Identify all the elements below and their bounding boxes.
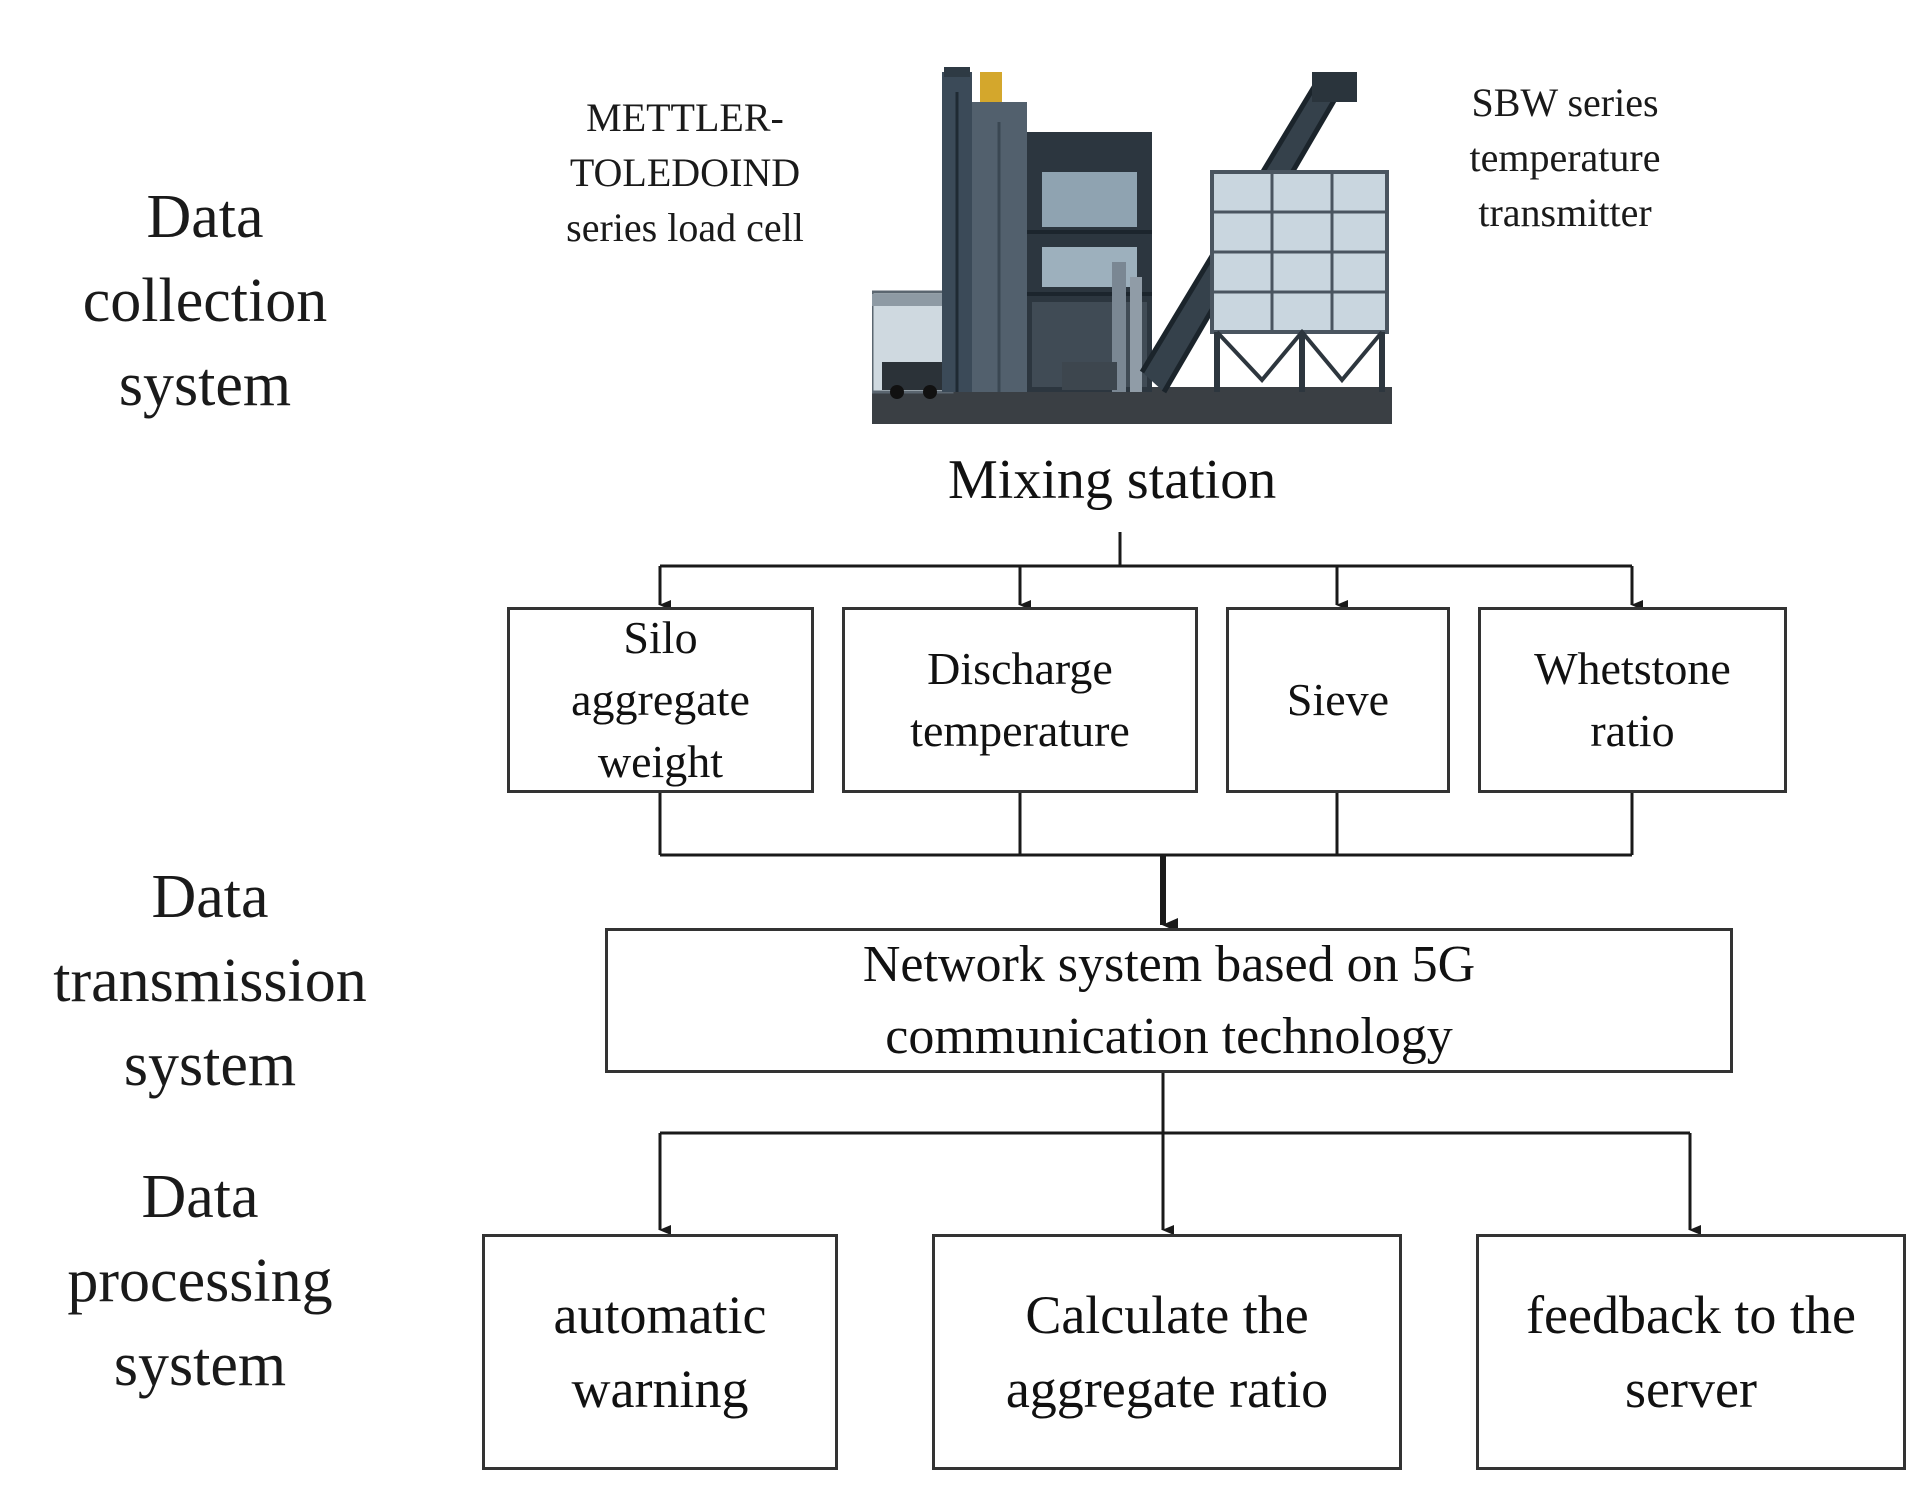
load-cell-label: METTLER- TOLEDOIND series load cell (535, 90, 835, 255)
sieve-box: Sieve (1226, 607, 1450, 793)
label-line: system (118, 351, 292, 419)
box-text-line: automatic (553, 1285, 767, 1345)
label-line: temperature (1469, 135, 1661, 180)
label-line: processing (67, 1247, 333, 1315)
data-collection-system-label: Data collection system (55, 175, 355, 427)
label-line: SBW series (1471, 80, 1659, 125)
box-text-line: server (1625, 1359, 1757, 1419)
box-text-line: Whetstone (1534, 643, 1731, 694)
label-line: system (113, 1331, 287, 1399)
box-text-line: Silo (623, 612, 698, 663)
feedback-to-server-box: feedback to the server (1476, 1234, 1906, 1470)
mixing-station-image (872, 62, 1392, 424)
whetstone-ratio-box: Whetstone ratio (1478, 607, 1787, 793)
data-transmission-system-label: Data transmission system (20, 855, 400, 1107)
box-text-line: feedback to the (1526, 1285, 1856, 1345)
box-text-line: Sieve (1286, 674, 1390, 725)
label-line: transmission (53, 947, 367, 1015)
box-text-line: warning (571, 1359, 749, 1419)
box-text-line: Network system based on 5G (862, 935, 1476, 993)
box-text-line: weight (597, 736, 724, 787)
box-text-line: Calculate the (1025, 1285, 1309, 1345)
network-system-5g-box: Network system based on 5G communication… (605, 928, 1733, 1073)
label-line: METTLER- (586, 95, 784, 140)
label-line: series load cell (566, 205, 804, 250)
label-line: system (123, 1031, 297, 1099)
calculate-aggregate-ratio-box: Calculate the aggregate ratio (932, 1234, 1402, 1470)
box-text-line: temperature (910, 705, 1130, 756)
automatic-warning-box: automatic warning (482, 1234, 838, 1470)
box-text-line: Discharge (927, 643, 1113, 694)
temperature-transmitter-label: SBW series temperature transmitter (1425, 75, 1705, 240)
label-line: transmitter (1478, 190, 1652, 235)
box-text-line: communication technology (885, 1007, 1453, 1065)
discharge-temperature-box: Discharge temperature (842, 607, 1198, 793)
silo-aggregate-weight-box: Silo aggregate weight (507, 607, 814, 793)
box-text-line: aggregate (571, 674, 750, 725)
label-line: TOLEDOIND (569, 150, 801, 195)
label-line: Data (151, 863, 269, 931)
label-line: collection (82, 267, 328, 335)
box-text-line: aggregate ratio (1005, 1359, 1329, 1419)
label-line: Data (146, 183, 264, 251)
label-line: Data (141, 1163, 259, 1231)
mixing-station-title: Mixing station (948, 449, 1277, 511)
data-processing-system-label: Data processing system (45, 1155, 355, 1407)
box-text-line: ratio (1590, 705, 1675, 756)
